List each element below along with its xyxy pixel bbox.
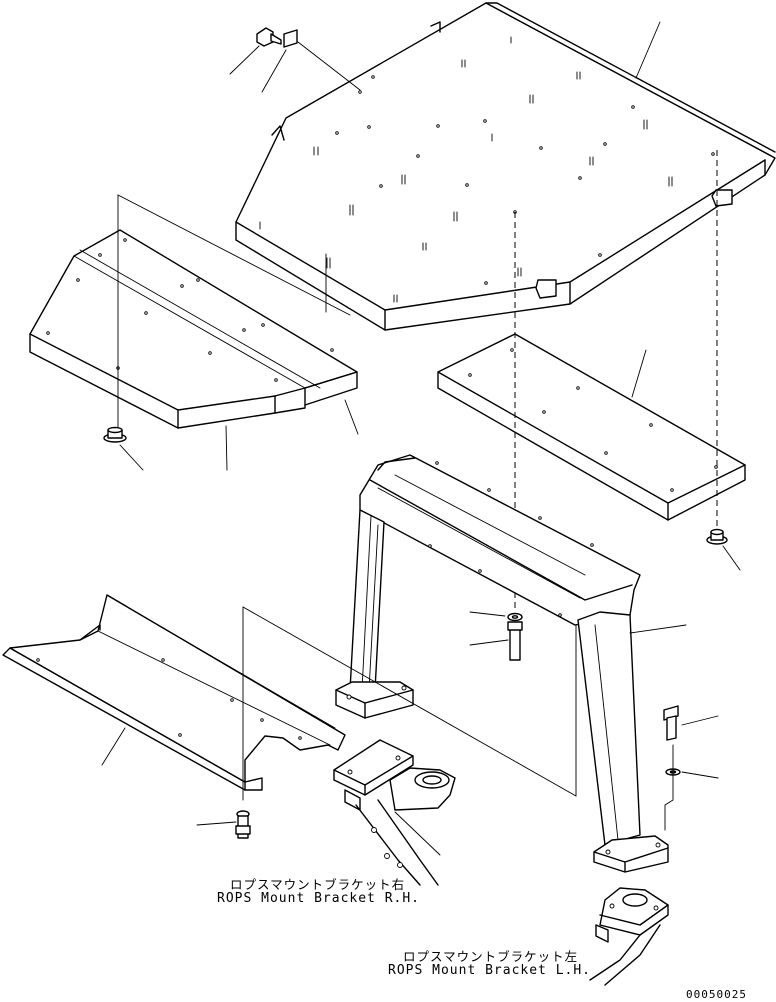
bracket-rh-jp-label: ロプスマウントブラケット右 (230, 877, 406, 892)
frame-washer (469, 611, 523, 622)
top-bolt (229, 27, 282, 75)
top-floor-plate (235, 2, 776, 331)
assembly-line (242, 606, 577, 797)
top-washer (261, 29, 298, 93)
leader-side-cover (101, 727, 126, 766)
bolt-leader-top (297, 41, 361, 91)
bracket-lh-en-label: ROPS Mount Bracket L.H. (388, 963, 592, 978)
frame-bolt (469, 621, 523, 661)
right-floor-plate (437, 333, 746, 521)
rops-mount-bracket-lh (589, 887, 669, 986)
drawing-number: 00050025 (686, 988, 747, 1001)
cover-bolt (196, 810, 251, 839)
side-bolt-right (663, 705, 719, 741)
rops-mount-bracket-rh (333, 739, 456, 886)
leader-line-left-plate (117, 194, 351, 316)
rops-frame (335, 454, 687, 873)
leader-left-plate (225, 425, 228, 471)
side-washer-right (665, 768, 719, 779)
leader-left-plate-edge (344, 399, 359, 435)
side-cover (2, 594, 346, 791)
left-floor-plate (29, 229, 358, 429)
right-flange-nut (706, 528, 741, 571)
bracket-rh-en-label: ROPS Mount Bracket R.H. (217, 891, 421, 906)
assembly-line-right (664, 744, 674, 831)
leader-top-plate (635, 21, 661, 79)
left-flange-nut (103, 426, 144, 471)
bracket-lh-jp-label: ロプスマウントブラケット左 (403, 949, 579, 964)
